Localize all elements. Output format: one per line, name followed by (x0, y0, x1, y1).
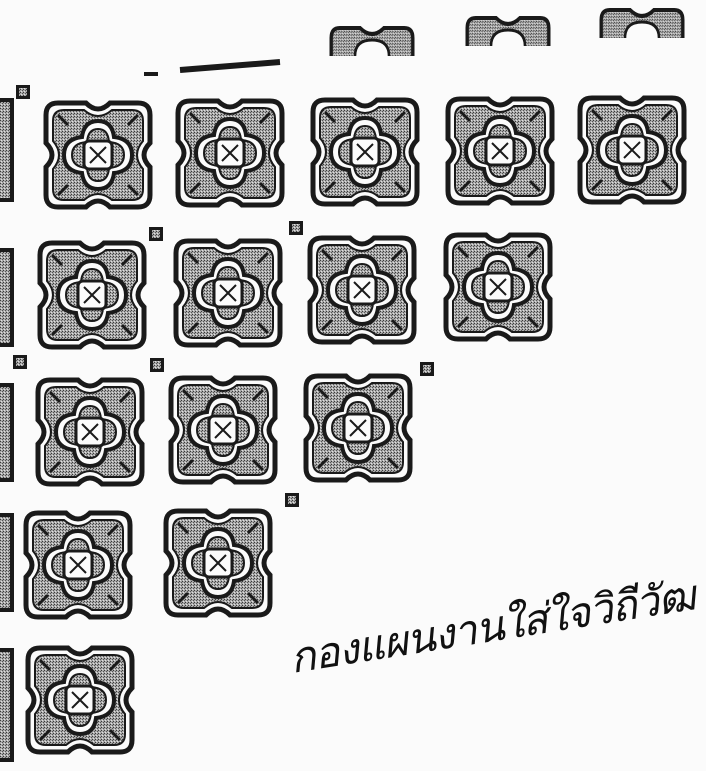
connector-dot (16, 85, 30, 99)
motif-tile (40, 243, 144, 347)
motif-partial (601, 10, 683, 38)
motif-tile (26, 513, 130, 617)
connector-dot (149, 227, 163, 241)
motif-tile (446, 235, 550, 339)
connector-dot (285, 493, 299, 507)
connector-dot (150, 358, 164, 372)
motif-partial (331, 28, 413, 56)
motif-tile (28, 648, 132, 752)
motif-tile (171, 378, 275, 482)
motif-tile (448, 99, 552, 203)
motif-tile (313, 100, 417, 204)
motif-tile (306, 376, 410, 480)
motif-tile (176, 241, 280, 345)
connector-dot (420, 362, 434, 376)
connector-dot (13, 355, 27, 369)
motif-partial (0, 100, 12, 760)
top-dash (144, 62, 280, 76)
motif-partial (467, 18, 549, 46)
motif-tile (166, 511, 270, 615)
motif-tile (46, 103, 150, 207)
motif-tile (178, 101, 282, 205)
connector-dot (289, 221, 303, 235)
motif-tile (580, 98, 684, 202)
motif-tile (310, 238, 414, 342)
motif-tile (38, 380, 142, 484)
